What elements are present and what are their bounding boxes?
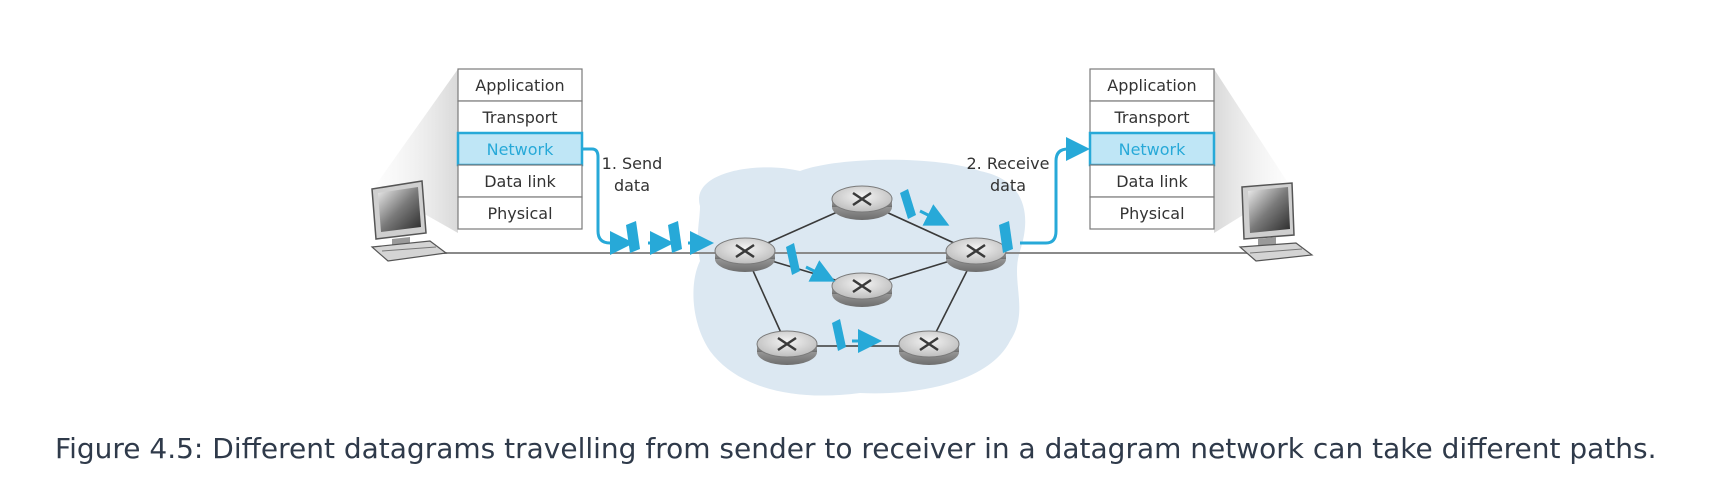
receiver-layer-transport: Transport — [1113, 108, 1189, 127]
receiver-layer-datalink: Data link — [1116, 172, 1188, 191]
router-left — [714, 237, 776, 272]
datagram-1 — [626, 221, 640, 253]
receive-path-arrow — [1020, 137, 1090, 245]
receiver-protocol-stack: Application Transport Network Data link … — [1088, 68, 1216, 230]
send-label-line1: 1. Send — [602, 154, 663, 173]
sender-protocol-stack: Application Transport Network Data link … — [456, 68, 584, 230]
sender-computer-icon — [370, 180, 448, 262]
datagram-4 — [786, 243, 800, 275]
datagram-6 — [999, 221, 1013, 253]
sender-layer-datalink: Data link — [484, 172, 556, 191]
send-path-arrow — [582, 147, 634, 255]
sender-layer-transport: Transport — [481, 108, 557, 127]
receive-label-line1: 2. Receive — [967, 154, 1050, 173]
router-top — [831, 185, 893, 220]
router-middle — [831, 272, 893, 307]
sender-layer-physical: Physical — [487, 204, 552, 223]
receiver-computer-icon — [1238, 182, 1314, 262]
sender-layer-network: Network — [487, 140, 555, 159]
datagrams — [626, 189, 1013, 351]
datagram-3 — [900, 189, 916, 219]
router-bottom-left — [756, 330, 818, 365]
send-label-line2: data — [614, 176, 650, 195]
receive-label-line2: data — [990, 176, 1026, 195]
receiver-layer-application: Application — [1107, 76, 1196, 95]
sender-layer-application: Application — [475, 76, 564, 95]
datagram-2 — [668, 221, 682, 253]
receiver-layer-network: Network — [1119, 140, 1187, 159]
datagram-5 — [832, 319, 846, 351]
datagram-direction-arrows — [805, 204, 950, 353]
router-bottom-right — [898, 330, 960, 365]
figure-caption: Figure 4.5: Different datagrams travelli… — [55, 432, 1657, 465]
router-right — [945, 237, 1007, 272]
receiver-layer-physical: Physical — [1119, 204, 1184, 223]
